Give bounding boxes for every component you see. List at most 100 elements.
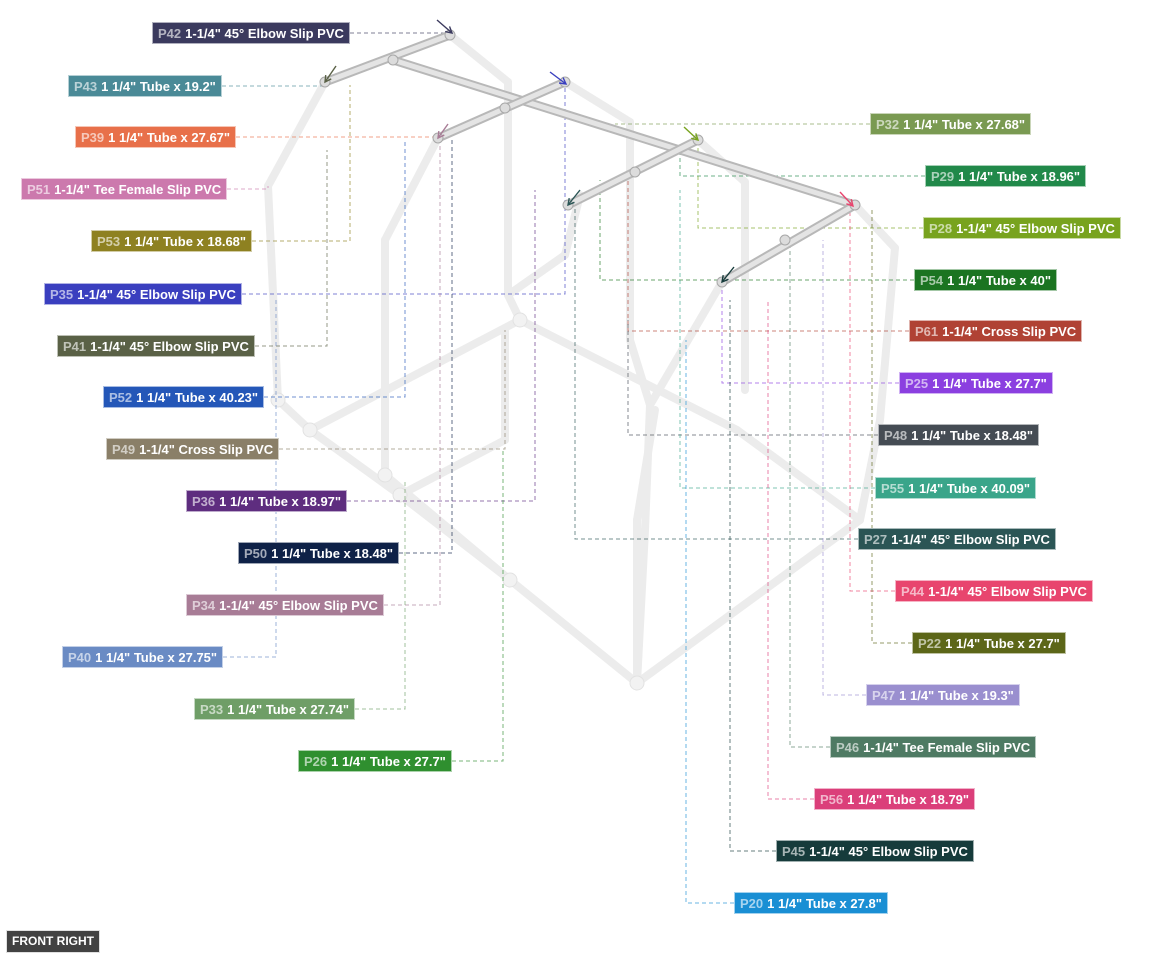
leader-p45 <box>729 300 776 852</box>
pointer-arrow-1 <box>324 65 337 83</box>
leader-p29 <box>679 150 925 177</box>
part-id: P54 <box>920 273 944 288</box>
part-id: P50 <box>244 546 268 561</box>
part-description: 1-1/4" 45° Elbow Slip PVC <box>956 221 1115 236</box>
part-id: P35 <box>50 287 74 302</box>
part-id: P25 <box>905 376 929 391</box>
part-id: P55 <box>881 481 905 496</box>
frame-tube-23 <box>633 516 864 687</box>
part-id: P46 <box>836 740 860 755</box>
frame-tube-30 <box>504 251 569 299</box>
frame-tube-9 <box>446 31 512 86</box>
part-description: 1 1/4" Tube x 27.68" <box>903 117 1026 132</box>
part-id: P61 <box>915 324 939 339</box>
part-description: 1 1/4" Tube x 18.48" <box>271 546 394 561</box>
leader-p46 <box>789 245 830 748</box>
frame-joint-4 <box>512 312 528 328</box>
pointer-arrow-0 <box>436 19 453 34</box>
frame-joint-5 <box>377 467 393 483</box>
part-description: 1-1/4" 45° Elbow Slip PVC <box>185 26 344 41</box>
part-description: 1-1/4" 45° Elbow Slip PVC <box>219 598 378 613</box>
ridge-pipe-highlight-0 <box>322 32 453 85</box>
ridge-pipe-highlight-1 <box>390 57 858 208</box>
part-description: 1 1/4" Tube x 18.79" <box>847 792 970 807</box>
part-id: P32 <box>876 117 900 132</box>
part-description: 1 1/4" Tube x 27.75" <box>95 650 218 665</box>
part-id: P47 <box>872 688 896 703</box>
part-description: 1 1/4" Tube x 18.96" <box>958 169 1081 184</box>
pointer-arrowhead-0 <box>445 26 454 34</box>
part-description: 1 1/4" Tube x 18.48" <box>911 428 1034 443</box>
leader-p39 <box>236 136 439 138</box>
frame-tube-29 <box>733 426 864 524</box>
pointer-arrowhead-1 <box>324 74 332 84</box>
frame-tube-15 <box>561 78 634 126</box>
pointer-arrowhead-6 <box>846 199 854 208</box>
frame-joint-3 <box>629 675 645 691</box>
frame-tube-12 <box>381 134 442 244</box>
pointer-arrowhead-3 <box>437 130 445 140</box>
part-id: P43 <box>74 79 98 94</box>
frame-joint-2 <box>502 572 518 588</box>
part-description: 1-1/4" 45° Elbow Slip PVC <box>891 532 1050 547</box>
part-description: 1-1/4" Tee Female Slip PVC <box>863 740 1031 755</box>
part-id: P42 <box>158 26 182 41</box>
leader-lines <box>222 32 925 904</box>
frame-tube-5 <box>506 576 641 687</box>
frame-joint-6 <box>270 392 286 408</box>
pointer-arrow-2 <box>549 71 567 85</box>
part-description: 1 1/4" Tube x 27.7" <box>945 636 1060 651</box>
frame-joint-1 <box>392 487 408 503</box>
part-id: P51 <box>27 182 51 197</box>
part-description: 1 1/4" Tube x 40" <box>947 273 1051 288</box>
leader-p41 <box>255 150 328 347</box>
part-id: P49 <box>112 442 136 457</box>
frame-tube-24 <box>646 278 726 409</box>
leader-p55 <box>679 190 875 489</box>
part-id: P33 <box>200 702 224 717</box>
leader-p40 <box>223 300 277 658</box>
frame-tube-0 <box>264 78 329 190</box>
leader-p43 <box>222 82 326 87</box>
pointer-arrow-4 <box>683 126 699 141</box>
pointer-arrowhead-2 <box>558 77 568 85</box>
leader-p47 <box>822 240 866 696</box>
part-id: P53 <box>97 234 121 249</box>
part-description: 1 1/4" Tube x 19.3" <box>899 688 1014 703</box>
ridge-joint-0 <box>387 54 399 66</box>
frame-tube-20 <box>851 201 899 252</box>
part-description: 1-1/4" 45° Elbow Slip PVC <box>90 339 249 354</box>
pointer-arrow-3 <box>437 123 449 139</box>
